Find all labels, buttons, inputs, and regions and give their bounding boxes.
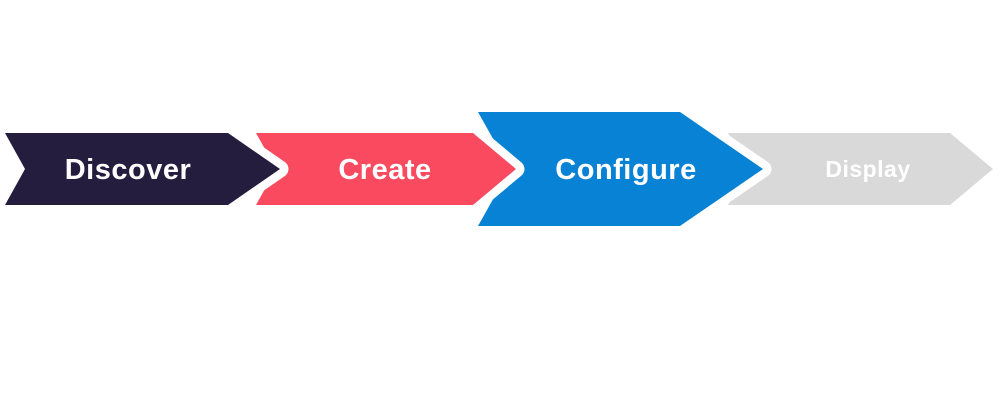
step-label: Configure — [555, 154, 696, 186]
step-label: Discover — [65, 154, 192, 186]
process-step-configure: Configure — [469, 103, 772, 235]
step-label: Display — [825, 156, 910, 182]
chevron-arrow-shape — [0, 124, 289, 214]
step-label: Create — [338, 154, 431, 186]
process-step-create: Create — [247, 124, 525, 214]
process-step-discover: Discover — [0, 124, 289, 214]
